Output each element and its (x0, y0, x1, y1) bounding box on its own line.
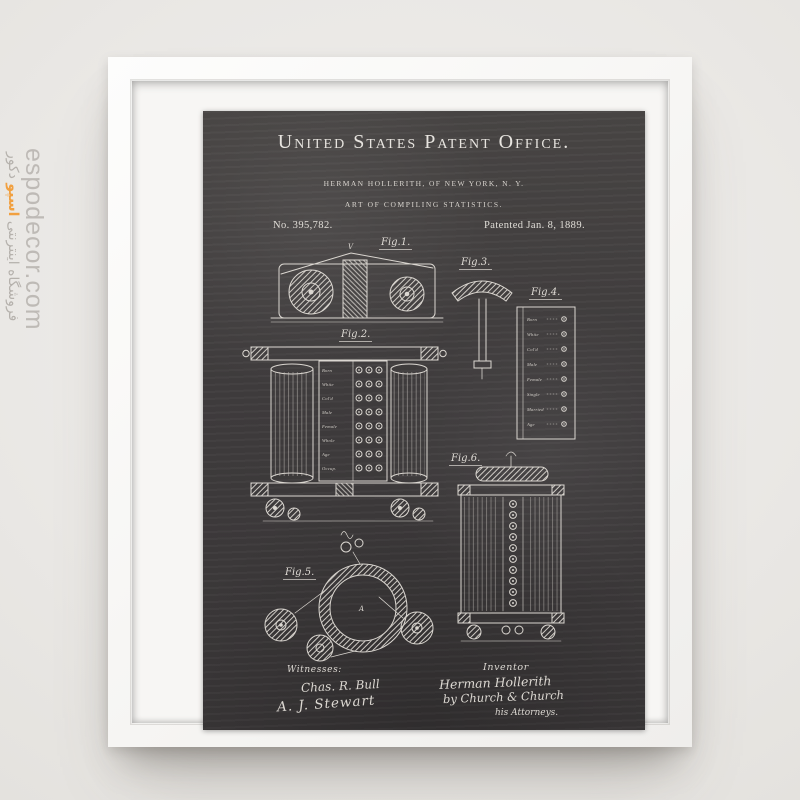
fig4-drawing: Born White Col'd Male Female Single Marr… (517, 307, 575, 439)
svg-text:Female: Female (321, 424, 337, 429)
fig1-mark: V (348, 243, 354, 251)
svg-text:Born: Born (322, 368, 332, 373)
fig2-drawing: Born White Col'd Male Female Whole Age (243, 347, 446, 521)
frame-mat: United States Patent Office. HERMAN HOLL… (132, 81, 668, 723)
fig5-drawing: A (265, 532, 433, 662)
svg-text:Whole: Whole (322, 438, 335, 443)
svg-text:Single: Single (527, 392, 540, 397)
svg-text:Married: Married (526, 407, 544, 412)
inventor-label: Inventor (483, 662, 529, 673)
watermark-persian: فروشگاه اینترنتی اسپو دکور (5, 152, 21, 321)
fig6-drawing (458, 452, 564, 641)
svg-text:Born: Born (527, 317, 537, 322)
fig5-mark: A (358, 605, 364, 613)
svg-text:Col'd: Col'd (527, 347, 538, 352)
witnesses-label: Witnesses: (287, 665, 342, 675)
svg-text:Female: Female (526, 377, 542, 382)
picture-frame: United States Patent Office. HERMAN HOLL… (108, 57, 692, 747)
svg-text:White: White (322, 382, 334, 387)
patent-print: United States Patent Office. HERMAN HOLL… (203, 111, 645, 730)
svg-text:Col'd: Col'd (322, 396, 333, 401)
watermark-site: espodecor.com (19, 148, 48, 331)
svg-text:Age: Age (321, 452, 330, 457)
fig1-drawing: V (271, 243, 443, 322)
watermark-brand-2: دکور (5, 152, 21, 179)
svg-text:Male: Male (526, 362, 537, 367)
patent-drawings: V Born (203, 111, 645, 730)
watermark-store-name: فروشگاه اینترنتی (5, 221, 21, 321)
watermark-brand-1: اسپو (5, 183, 21, 216)
svg-text:Male: Male (321, 410, 332, 415)
svg-text:Age: Age (526, 422, 535, 427)
svg-text:Occup.: Occup. (322, 466, 336, 471)
svg-text:White: White (527, 332, 539, 337)
attorneys-line: his Attorneys. (495, 708, 558, 718)
fig3-drawing (452, 281, 512, 379)
